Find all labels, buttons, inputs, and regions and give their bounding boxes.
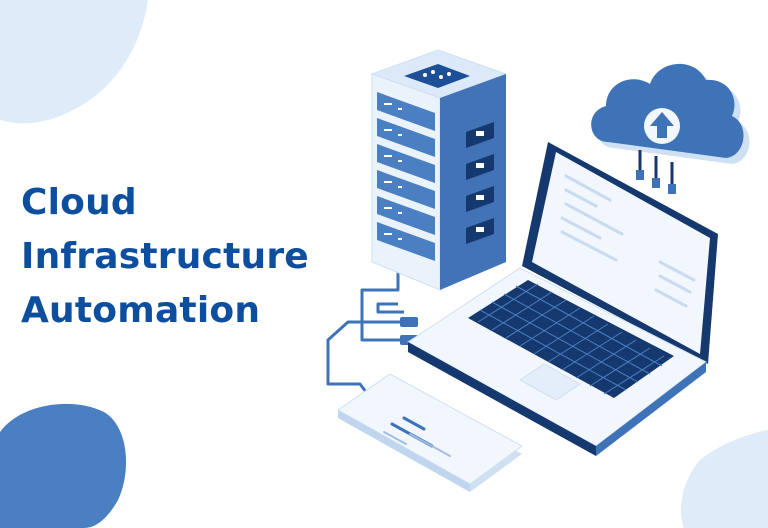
headline-line-3: Automation: [21, 290, 261, 331]
laptop-icon: [407, 142, 718, 456]
headline-line-2: Infrastructure: [21, 236, 309, 277]
tablet-icon: [337, 373, 523, 492]
headline: Cloud Infrastructure Automation: [21, 176, 309, 338]
cloud-upload-icon: [591, 63, 750, 194]
server-rack-icon: [370, 49, 508, 291]
bottom-left-blob: [0, 403, 127, 528]
cable-plug: [400, 317, 418, 327]
top-left-blob: [0, 0, 148, 124]
headline-line-1: Cloud: [21, 182, 137, 223]
cable-icon: [326, 264, 404, 401]
bottom-right-blob: [680, 430, 768, 528]
